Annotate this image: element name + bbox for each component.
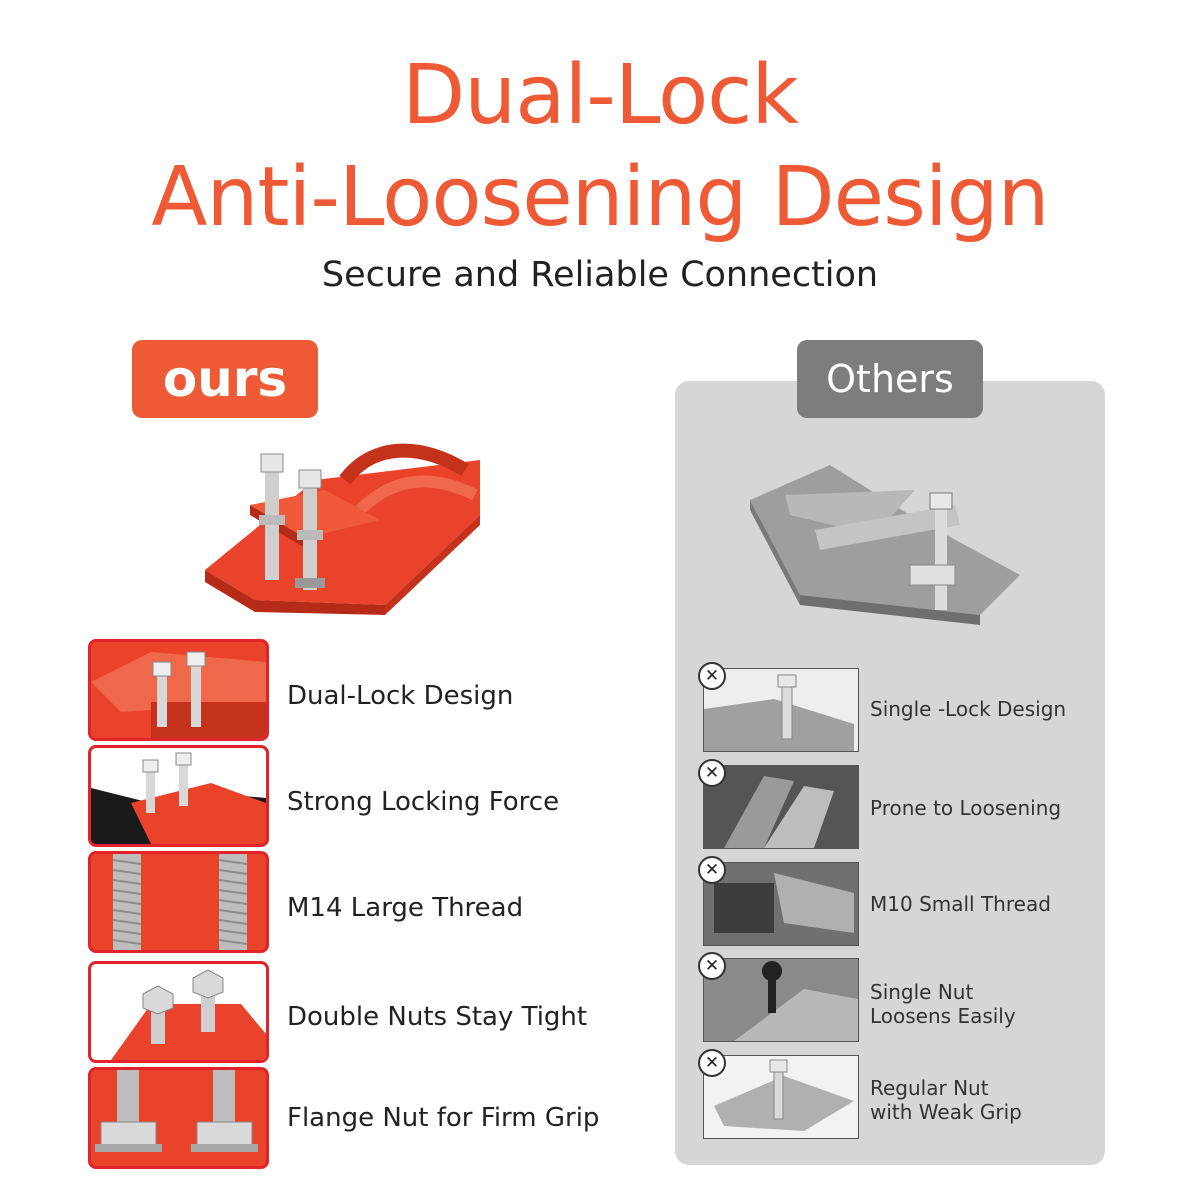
feature-thumb-locking-force: [88, 745, 269, 847]
feature-label: Strong Locking Force: [287, 787, 560, 817]
x-mark-icon: ✕: [698, 952, 726, 980]
feature-label: Double Nuts Stay Tight: [287, 1002, 588, 1032]
drawback-label: M10 Small Thread: [870, 892, 1051, 916]
subtitle: Secure and Reliable Connection: [321, 255, 879, 295]
feature-thumb-m14-thread: [88, 851, 269, 953]
ours-product-image: [205, 443, 480, 615]
x-mark-icon: ✕: [698, 662, 726, 690]
feature-label: M14 Large Thread: [287, 893, 524, 923]
others-badge: Others: [797, 340, 983, 418]
headline-line1: Dual-Lock: [402, 48, 799, 143]
feature-label: Dual-Lock Design: [287, 681, 514, 711]
drawback-label: Single Nut Loosens Easily: [870, 980, 1016, 1028]
drawback-thumb-m10-thread: [703, 862, 859, 946]
drawback-thumb-single-lock: [703, 668, 859, 752]
drawback-thumb-loosening: [703, 765, 859, 849]
feature-thumb-double-nuts: [88, 961, 269, 1063]
ours-badge: ours: [132, 340, 318, 418]
drawback-label: Regular Nut with Weak Grip: [870, 1076, 1022, 1124]
feature-thumb-dual-lock: [88, 639, 269, 741]
others-product-image: [750, 465, 1020, 625]
feature-thumb-flange-nut: [88, 1067, 269, 1169]
drawback-thumb-single-nut: [703, 958, 859, 1042]
feature-label: Flange Nut for Firm Grip: [287, 1103, 600, 1133]
x-mark-icon: ✕: [698, 856, 726, 884]
headline-line2: Anti-Loosening Design: [151, 150, 1049, 245]
drawback-label: Single -Lock Design: [870, 697, 1067, 721]
drawback-thumb-regular-nut: [703, 1055, 859, 1139]
drawback-label: Prone to Loosening: [870, 796, 1062, 820]
x-mark-icon: ✕: [698, 759, 726, 787]
x-mark-icon: ✕: [698, 1049, 726, 1077]
